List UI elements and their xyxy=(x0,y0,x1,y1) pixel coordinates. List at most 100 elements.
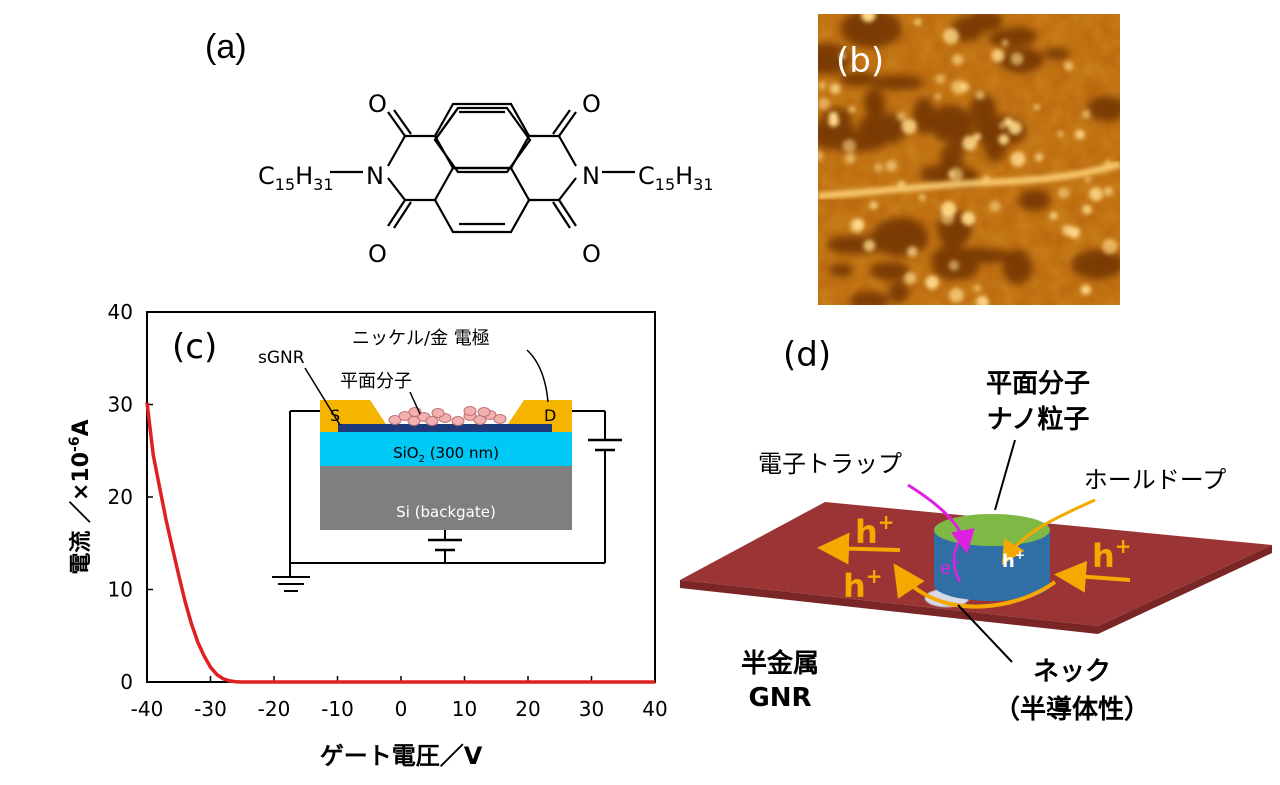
stm-spot xyxy=(1080,284,1091,295)
stm-spot xyxy=(1103,186,1114,196)
molecule-atoms: O O O O N N C15H31 C15H31 xyxy=(258,90,714,268)
x-tick-label: 20 xyxy=(515,697,540,721)
electron-trap-label: 電子トラップ xyxy=(758,450,902,478)
hole-label-left: h+ xyxy=(855,510,895,551)
stm-spot xyxy=(1064,61,1074,71)
stm-spot xyxy=(873,162,884,173)
molecule-bead xyxy=(493,414,507,424)
stm-spot xyxy=(935,93,942,100)
stm-spot xyxy=(961,211,976,226)
stm-spot xyxy=(952,54,964,65)
stm-depression xyxy=(869,261,911,281)
stm-depression xyxy=(987,31,1026,47)
stm-spot xyxy=(976,295,989,305)
stm-spot xyxy=(1075,129,1085,140)
stm-spot xyxy=(925,275,939,290)
stm-spot xyxy=(1010,52,1024,66)
stm-depression xyxy=(951,247,1009,264)
stm-spot xyxy=(828,111,839,122)
neck-paren-label: （半導体性） xyxy=(994,694,1150,725)
stm-spot xyxy=(940,211,955,225)
stm-spot xyxy=(818,98,830,111)
x-tick-label: -20 xyxy=(258,697,291,721)
x-tick-label: -30 xyxy=(194,697,227,721)
stm-spot xyxy=(818,81,826,90)
stm-spot xyxy=(943,28,959,44)
drain-electrode xyxy=(508,400,572,424)
stm-spot xyxy=(845,153,856,164)
electron-label: e− xyxy=(940,555,961,579)
stm-spot xyxy=(1082,110,1091,119)
stm-spot xyxy=(848,105,856,113)
stm-spot xyxy=(907,246,918,258)
stm-depression xyxy=(840,14,902,49)
stm-depression xyxy=(982,122,1007,163)
atom-o-bl: O xyxy=(368,240,387,268)
molecule-bonds xyxy=(330,102,635,234)
sio2-layer xyxy=(320,432,572,466)
molecule-label: 平面分子 xyxy=(340,371,412,392)
stm-depression xyxy=(951,16,984,42)
series-line xyxy=(145,402,655,684)
source-label: S xyxy=(330,406,340,425)
stm-spot xyxy=(1058,187,1070,199)
stm-spot xyxy=(863,239,876,252)
stm-spot xyxy=(962,135,978,151)
stm-depression xyxy=(829,263,854,278)
stm-spot xyxy=(1010,151,1026,167)
stm-spot xyxy=(918,194,926,201)
molecule-bead xyxy=(463,406,477,416)
stm-depression xyxy=(1086,95,1120,122)
stm-spot xyxy=(949,287,964,303)
stm-depression xyxy=(1018,188,1051,212)
atom-o-tl: O xyxy=(368,90,387,118)
x-tick-label: 30 xyxy=(579,697,604,721)
stm-depression xyxy=(857,112,909,145)
x-tick-label: 10 xyxy=(452,697,477,721)
stm-depression xyxy=(888,281,909,304)
stm-spot xyxy=(998,134,1010,145)
stm-spot xyxy=(869,201,878,210)
panel-label-b: (b) xyxy=(836,41,884,81)
y-tick-label: 10 xyxy=(108,578,133,602)
stm-spot xyxy=(1001,39,1009,47)
stm-depression xyxy=(871,75,925,91)
y-tick-label: 30 xyxy=(108,393,133,417)
stm-spot xyxy=(991,49,1005,63)
stm-depression xyxy=(863,88,885,117)
stm-spot xyxy=(1068,226,1081,239)
y-axis-label: 電流 ／×10-6A xyxy=(67,419,94,574)
atom-o-tr: O xyxy=(582,90,601,118)
stm-spot xyxy=(1056,130,1064,138)
electrode-label: ニッケル/金 電極 xyxy=(352,328,490,349)
panel-label-a: (a) xyxy=(205,28,247,66)
molecule-bead xyxy=(388,415,402,425)
stm-image: (b) xyxy=(818,14,1120,305)
stm-spot xyxy=(935,74,946,84)
molecule-bead xyxy=(425,416,439,426)
gnr-schematic: (d) h+ h+ h+ h+ e− 平面分子 ナノ粒子 半金属 GNR ネック xyxy=(680,335,1272,725)
oxide-label: SiO2 (300 nm) xyxy=(393,444,499,465)
stm-spot xyxy=(989,200,1001,212)
np-label-line2: ナノ粒子 xyxy=(987,404,1090,435)
stm-spot xyxy=(838,52,847,60)
sgnr-label: sGNR xyxy=(258,348,305,368)
chain-left: C15H31 xyxy=(258,162,334,194)
semimetal-label: 半金属 xyxy=(741,648,819,679)
atom-o-br: O xyxy=(582,240,601,268)
chain-right: C15H31 xyxy=(638,162,714,194)
panel-label-d: (d) xyxy=(783,335,831,375)
stm-spot xyxy=(948,260,960,271)
molecule-bead xyxy=(431,408,445,418)
stm-depression xyxy=(1071,249,1120,280)
stm-spot xyxy=(1049,211,1058,220)
stm-spot xyxy=(842,139,856,153)
hole-label-right: h+ xyxy=(1092,534,1132,575)
stm-spot xyxy=(852,218,865,231)
sgnr-strip xyxy=(338,424,552,432)
y-tick-label: 20 xyxy=(108,485,133,509)
stm-spot xyxy=(973,133,982,141)
stm-depression xyxy=(839,71,879,87)
drain-label: D xyxy=(544,406,556,425)
